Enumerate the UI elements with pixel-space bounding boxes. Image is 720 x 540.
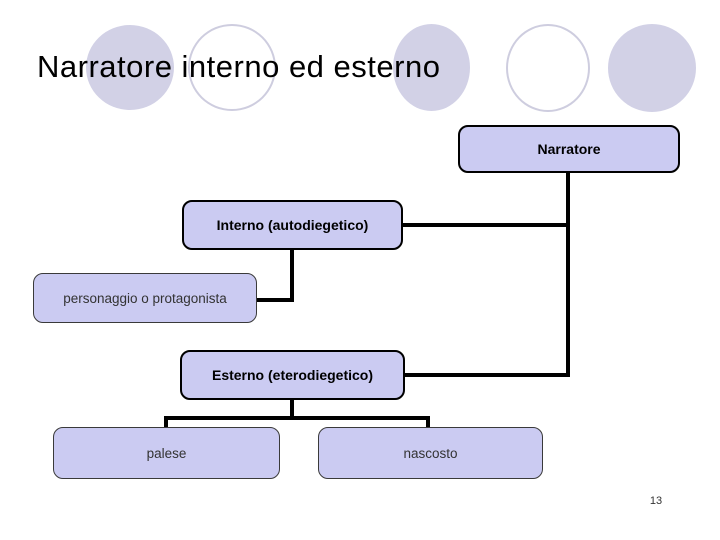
node-label: palese: [146, 445, 187, 461]
node-label: personaggio o protagonista: [63, 290, 227, 306]
connector-interno-down: [290, 248, 294, 302]
decorative-ellipse-outlined: [188, 24, 276, 111]
decorative-ellipse-outlined: [506, 24, 590, 112]
connector-bottom-tbar: [164, 416, 430, 420]
connector-tick-palese: [164, 416, 168, 429]
node-label: nascosto: [403, 445, 458, 461]
decorative-ellipse-filled: [86, 25, 174, 110]
connector-narratore-vertical: [566, 172, 570, 377]
node-palese: palese: [53, 427, 280, 479]
decorative-ellipse-filled: [393, 24, 470, 111]
page-number: 13: [649, 495, 663, 507]
slide-title: Narratore interno ed esterno: [37, 49, 441, 84]
node-esterno-eterodiegetico: Esterno (eterodiegetico): [180, 350, 405, 400]
connector-interno-horizontal: [401, 223, 570, 227]
node-narratore: Narratore: [458, 125, 680, 173]
node-label: Interno (autodiegetico): [216, 217, 369, 233]
connector-personaggio-elbow: [254, 298, 294, 302]
node-label: Esterno (eterodiegetico): [211, 367, 374, 383]
node-label: Narratore: [537, 141, 601, 157]
node-nascosto: nascosto: [318, 427, 543, 479]
node-personaggio-o-protagonista: personaggio o protagonista: [33, 273, 257, 323]
connector-tick-nascosto: [426, 416, 430, 429]
connector-esterno-down: [290, 398, 294, 420]
decorative-ellipse-filled: [608, 24, 696, 112]
node-interno-autodiegetico: Interno (autodiegetico): [182, 200, 403, 250]
connector-esterno-horizontal: [403, 373, 570, 377]
